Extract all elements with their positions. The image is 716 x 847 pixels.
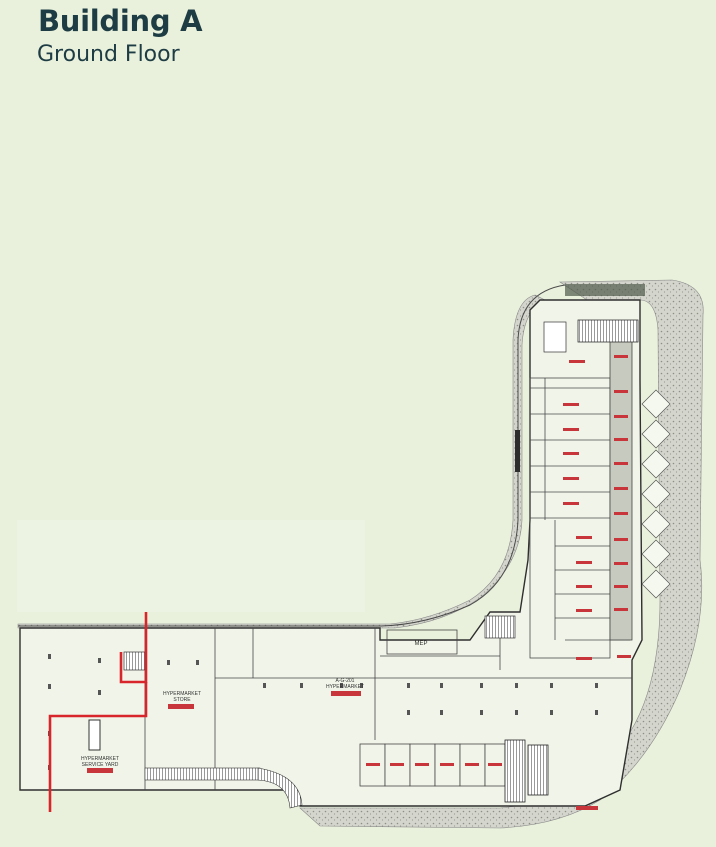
corridor-area-tags xyxy=(614,355,631,658)
ramp-curve xyxy=(257,767,303,809)
service-truck xyxy=(88,719,101,751)
hypermarket-unit-label: HYPERMARKET xyxy=(326,684,364,690)
site-road-edge xyxy=(18,284,566,627)
service-yard-tag xyxy=(87,768,113,773)
unit-area-tags xyxy=(563,360,598,810)
north-entry-block xyxy=(543,321,567,353)
hypermarket-store-label-2: STORE xyxy=(173,697,191,703)
north-planter xyxy=(565,284,645,296)
hypermarket-store-tag xyxy=(168,704,194,709)
west-stair xyxy=(123,651,147,671)
south-escalator xyxy=(527,744,549,796)
landscape-belt xyxy=(299,279,704,829)
core-stair xyxy=(484,615,516,639)
page-title: Building A xyxy=(38,4,203,38)
service-yard-label-1: HYPERMARKET xyxy=(81,756,119,762)
south-shops xyxy=(359,743,506,787)
service-yard-label-2: SERVICE YARD xyxy=(82,762,119,768)
page-subtitle: Ground Floor xyxy=(37,42,180,67)
south-stair xyxy=(504,739,526,803)
mep-label: MEP xyxy=(414,641,427,647)
site-boundary-panel xyxy=(17,520,365,612)
hypermarket-store-label-1: HYPERMARKET xyxy=(163,691,201,697)
hypermarket-unit-tag xyxy=(331,691,361,696)
escape-route xyxy=(48,612,148,812)
south-shop-tags xyxy=(366,763,502,766)
ramp xyxy=(144,767,261,781)
landscape-belt-left xyxy=(17,294,546,629)
retail-unit-grid xyxy=(529,377,630,659)
diagonal-parking xyxy=(641,389,671,599)
hypermarket-unit-code: A-G-201 xyxy=(336,678,355,684)
north-stair xyxy=(577,319,639,343)
west-wall-feature xyxy=(515,430,520,472)
